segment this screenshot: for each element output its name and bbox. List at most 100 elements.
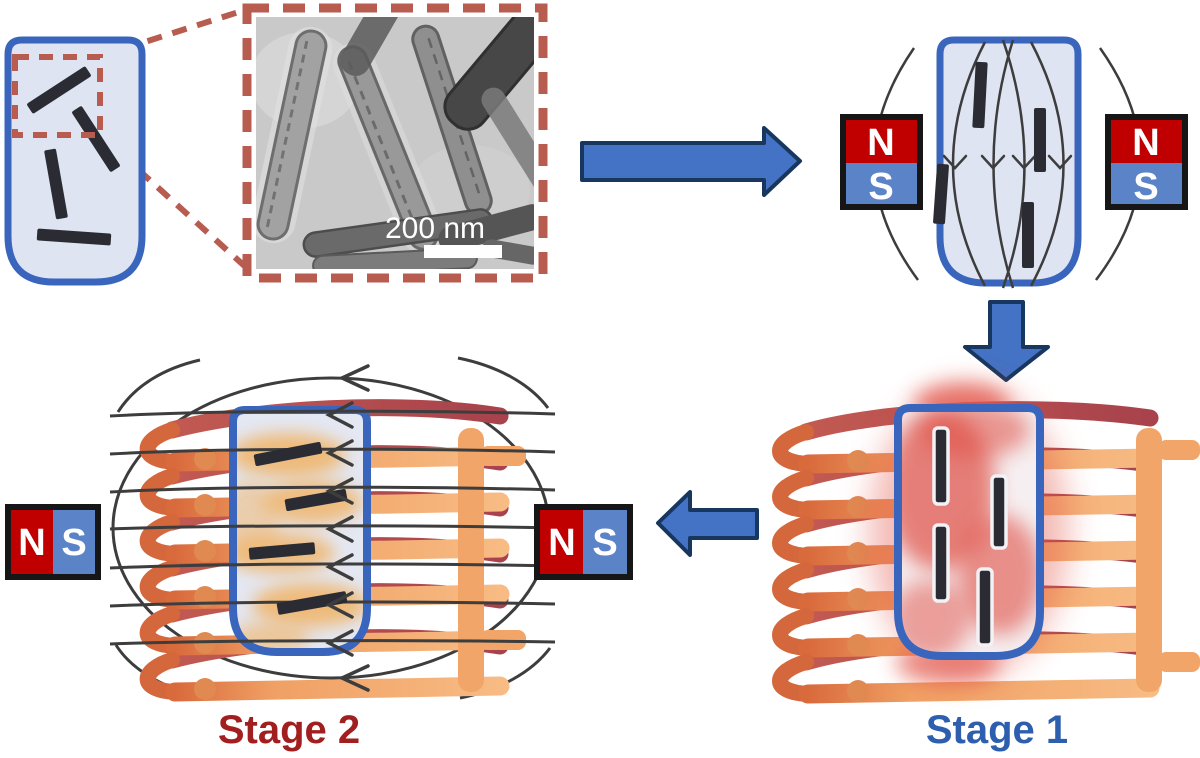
stage1-coil-front — [780, 428, 1200, 702]
magnet-south-label: S — [1133, 166, 1158, 208]
stage1-panel: Stage 1 — [780, 384, 1200, 752]
aligned-rod — [1034, 108, 1046, 172]
field-arrowhead-left — [325, 591, 354, 619]
field-line — [109, 485, 556, 494]
field-line — [1001, 39, 1026, 289]
magnet-south-label: S — [61, 522, 86, 564]
magnet-south-pole — [846, 163, 917, 207]
sample-vial-panel — [4, 6, 253, 286]
stage2-rods — [248, 441, 348, 615]
coil-bus-bar — [458, 428, 484, 692]
magnet-north-label: N — [1132, 122, 1159, 164]
tem-panel: 200 nm — [242, 3, 548, 283]
magnet-north-pole — [846, 120, 917, 163]
magnet-left-horizontal: N S — [5, 504, 101, 580]
stage1-rod — [976, 567, 994, 647]
magnet-south-pole — [53, 510, 95, 574]
arrow-right-icon — [580, 126, 802, 197]
stage2-label: Stage 2 — [218, 708, 360, 752]
stage2-rod — [276, 591, 348, 615]
sample-rod — [36, 228, 112, 246]
tem-nanorod — [438, 204, 534, 252]
alignment-field-arrowheads — [942, 154, 1073, 170]
field-line — [109, 409, 556, 418]
stage1-rod — [932, 426, 950, 506]
field-arrowhead-down — [1011, 154, 1037, 170]
magnet-north-pole — [540, 510, 583, 574]
stage2-rod — [248, 542, 316, 560]
field-arrowhead-left — [325, 553, 354, 581]
aligned-rod — [1022, 202, 1034, 268]
magnet-north-label: N — [548, 522, 575, 564]
field-line — [109, 639, 556, 646]
stage1-vial-border — [894, 404, 1044, 660]
tem-image: 200 nm — [256, 17, 534, 269]
stage1-label: Stage 1 — [926, 708, 1068, 752]
coil-terminal-stub — [1158, 440, 1200, 460]
tem-nanorod — [340, 17, 404, 76]
aligned-rod — [933, 163, 949, 225]
magnet-north-pole — [1111, 120, 1182, 163]
stage2-field-arrowheads — [325, 364, 370, 692]
sample-rod — [27, 66, 91, 114]
field-arrowhead-down — [942, 154, 968, 170]
aligned-rod — [972, 61, 988, 129]
field-arrowhead-left — [325, 477, 354, 505]
stage1-heat-glow-inner — [898, 408, 1040, 656]
magnet-south-pole — [583, 510, 627, 574]
stage2-rod — [253, 441, 323, 467]
aligned-rods — [933, 61, 1046, 268]
tem-scale-label: 200 nm — [385, 212, 485, 245]
sample-rod — [44, 148, 68, 220]
magnet-border — [840, 114, 923, 210]
stage2-rod — [284, 489, 348, 511]
magnet-south-label: S — [592, 522, 617, 564]
magnet-north-label: N — [18, 522, 45, 564]
field-arrowhead-down — [1047, 154, 1073, 170]
stage2-panel: N S N S Stage 2 — [5, 356, 633, 752]
field-arrowhead-left — [337, 364, 370, 392]
field-arrowhead-left — [325, 401, 354, 429]
magnet-border — [534, 504, 633, 580]
sample-rods — [27, 66, 120, 246]
stage1-rods — [932, 426, 1008, 647]
coil-front-strand — [148, 660, 500, 700]
stage2-field-lines — [109, 409, 556, 646]
field-arrowhead-left — [325, 629, 354, 657]
field-arc-segment — [457, 356, 550, 409]
magnet-right-vertical: N S — [1105, 114, 1188, 210]
tem-nanorod — [256, 26, 333, 244]
field-arrowhead-left — [337, 664, 370, 692]
stage1-rod — [932, 523, 950, 603]
magnet-border — [1105, 114, 1188, 210]
tem-nanorod — [443, 17, 534, 131]
field-arrowhead-down — [980, 154, 1006, 170]
magnet-south-label: S — [868, 166, 893, 208]
field-line — [109, 524, 556, 531]
field-arrowhead-left — [325, 439, 354, 467]
tem-scale-bar — [424, 245, 502, 258]
field-line — [109, 562, 556, 570]
sample-rod — [72, 106, 120, 172]
magnet-right-horizontal: N S — [534, 504, 633, 580]
arrow-down-icon — [963, 300, 1050, 382]
magnet-south-pole — [1111, 163, 1182, 207]
magnet-left-vertical: N S — [840, 114, 923, 210]
magnet-north-label: N — [867, 122, 894, 164]
arrow-left-icon — [656, 490, 759, 557]
field-line — [109, 447, 556, 456]
field-arrowhead-left — [325, 515, 354, 543]
highlight-dashed-box — [12, 54, 103, 138]
magnetic-alignment-panel: N S N S — [840, 36, 1188, 289]
field-line — [992, 39, 1015, 289]
tem-nanorod — [481, 87, 534, 197]
magnet-border — [5, 504, 101, 580]
field-arc-segment — [116, 358, 201, 413]
coil-terminal-stub — [1158, 652, 1200, 672]
tem-dashed-border — [242, 3, 548, 283]
stage2-vial-border — [229, 406, 371, 656]
coil-bus-bar — [1136, 428, 1162, 692]
magnet-north-pole — [11, 510, 53, 574]
